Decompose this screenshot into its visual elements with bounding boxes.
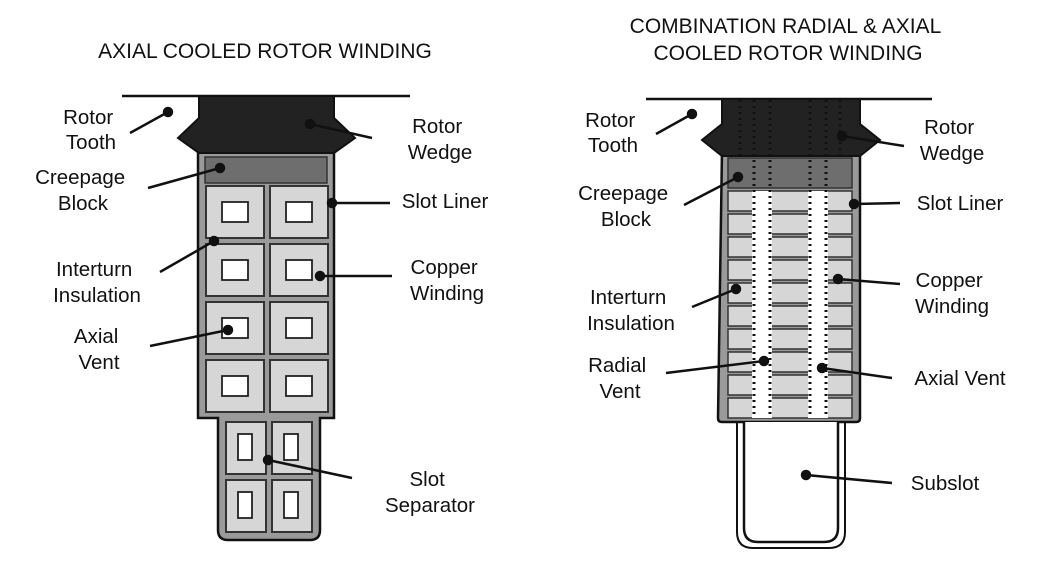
- left-label-rotor-tooth: Rotor Tooth: [63, 106, 119, 154]
- left-leader-lines: [129, 106, 392, 480]
- right-subslot: [742, 422, 840, 544]
- right-label-slot-liner: Slot Liner: [917, 192, 1004, 215]
- left-label-creepage-block: Creepage Block: [35, 166, 131, 215]
- left-label-axial-vent: Axial Vent: [74, 325, 124, 374]
- axial-cooled-diagram: AXIAL COOLED ROTOR WINDING: [35, 40, 489, 542]
- right-label-creepage-block: Creepage Block: [578, 182, 674, 231]
- right-label-subslot: Subslot: [911, 472, 980, 495]
- right-subslot-liner: [736, 422, 846, 549]
- right-label-axial-vent: Axial Vent: [914, 367, 1005, 390]
- right-label-copper-winding: Copper Winding: [915, 269, 989, 318]
- right-label-rotor-wedge: Rotor Wedge: [920, 116, 985, 165]
- right-leader-lines: [655, 108, 905, 485]
- left-lower-vents: [237, 433, 299, 519]
- left-label-copper-winding: Copper Winding: [410, 256, 484, 305]
- left-label-rotor-wedge: Rotor Wedge: [408, 115, 473, 164]
- left-label-slot-separator: Slot Separator: [385, 468, 475, 517]
- right-title: COMBINATION RADIAL & AXIAL COOLED ROTOR …: [630, 15, 947, 65]
- combination-cooled-diagram: COMBINATION RADIAL & AXIAL COOLED ROTOR …: [578, 15, 1006, 549]
- right-label-radial-vent: Radial Vent: [588, 354, 652, 403]
- left-title: AXIAL COOLED ROTOR WINDING: [98, 40, 432, 63]
- left-label-interturn-insulation: Interturn Insulation: [53, 258, 141, 307]
- right-creepage-block: [727, 157, 853, 189]
- right-label-rotor-tooth: Rotor Tooth: [585, 109, 641, 157]
- left-label-slot-liner: Slot Liner: [402, 190, 489, 213]
- left-rotor-wedge: [176, 95, 357, 154]
- left-creepage-block: [204, 156, 328, 184]
- left-axial-vents: [221, 201, 313, 397]
- right-label-interturn-insulation: Interturn Insulation: [587, 286, 675, 335]
- right-rotor-wedge: [700, 98, 882, 157]
